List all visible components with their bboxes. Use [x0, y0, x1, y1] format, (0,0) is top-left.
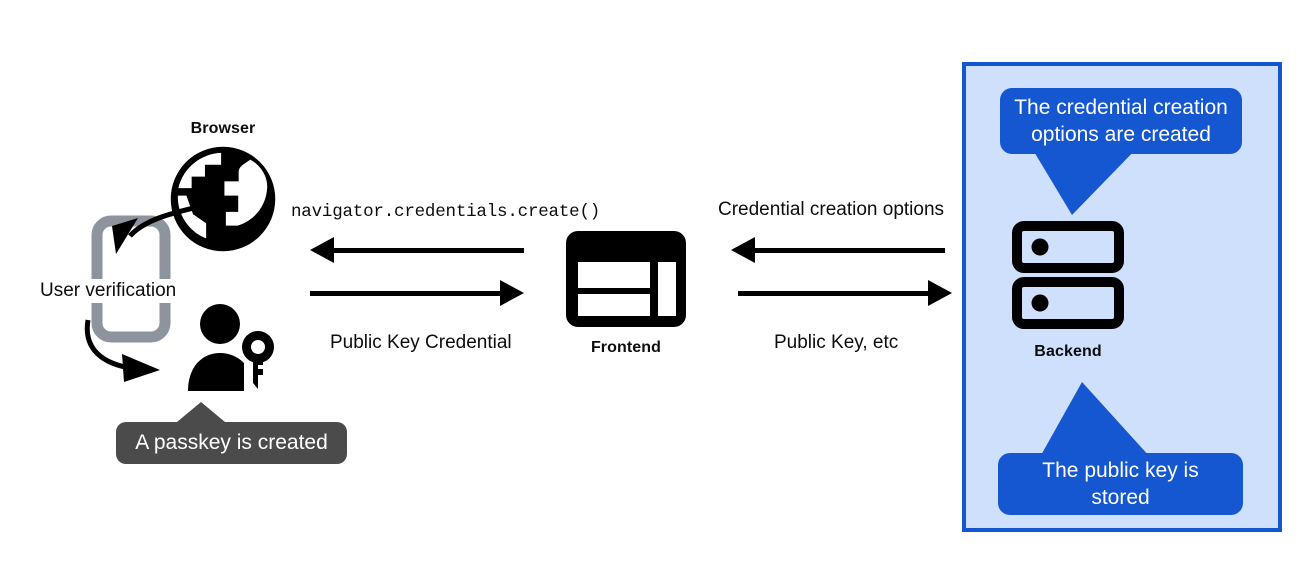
browser-label: Browser [190, 120, 256, 137]
arrow-browser-to-phone-icon [112, 203, 203, 254]
server-rack-icon [1012, 221, 1124, 329]
globe-icon [170, 146, 276, 252]
flow-right-bottom-label: Public Key, etc [774, 332, 899, 353]
callout-public-key-stored: The public key is stored [998, 453, 1243, 515]
web-layout-icon [566, 231, 686, 327]
callout-credential-options-created: The credential creation options are crea… [1000, 88, 1242, 154]
callout-passkey-created: A passkey is created [116, 422, 347, 464]
callout-credential-options-created-text: The credential creation options are crea… [1014, 95, 1228, 146]
backend-top-callout-tail [1030, 145, 1140, 215]
flow-right-top-label: Credential creation options [718, 199, 945, 220]
flow-left-bottom-label: Public Key Credential [330, 332, 512, 353]
callout-public-key-stored-text: The public key is stored [1042, 458, 1199, 509]
frontend-label: Frontend [590, 339, 662, 356]
arrow-phone-to-user-icon [84, 319, 160, 382]
backend-bottom-callout-tail [1040, 382, 1150, 457]
user-verification-label: User verification [38, 279, 179, 303]
flow-left-top-label: navigator.credentials.create() [291, 202, 601, 222]
person-with-key-icon [188, 304, 274, 391]
backend-label: Backend [1034, 343, 1102, 360]
callout-passkey-created-text: A passkey is created [135, 431, 328, 455]
